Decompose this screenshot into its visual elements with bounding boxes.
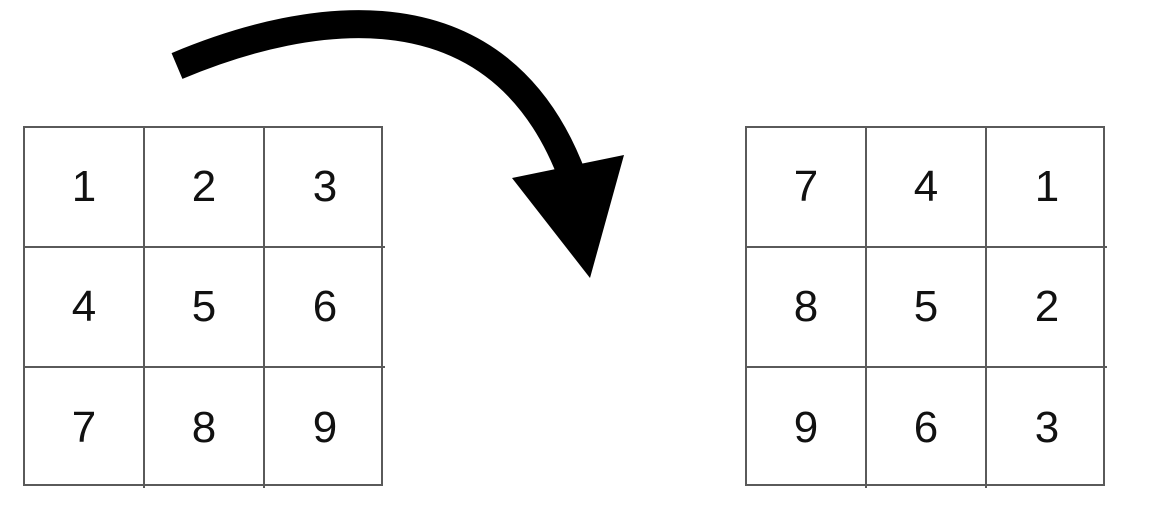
before-cell-r3c2: 8 [145, 368, 265, 488]
before-cell-r3c3: 9 [312, 403, 338, 452]
before-cell-r2c2: 5 [145, 248, 265, 368]
before-cell-r1c3: 3 [265, 128, 385, 248]
before-cell-r1c2: 2 [145, 128, 265, 248]
before-cell-r3c1: 7 [25, 368, 145, 488]
after-cell-r2c2: 5 [867, 248, 987, 368]
arrow-head [512, 155, 624, 278]
after-cell-r2c1: 8 [747, 248, 867, 368]
after-cell-r3c2: 6 [867, 368, 987, 488]
after-cell-r3c1: 9 [747, 368, 867, 488]
before-cell-r2c3: 6 [265, 248, 385, 368]
after-cell-r3c3: 3 [1034, 403, 1060, 452]
after-cell-r1c3: 1 [987, 128, 1107, 248]
before-grid: 1 2 3 4 5 6 7 8 9 [23, 126, 385, 488]
after-cell-r2c3: 2 [987, 248, 1107, 368]
after-cell-r1c1: 7 [747, 128, 867, 248]
after-grid: 7 4 1 8 5 2 9 6 3 [745, 126, 1107, 488]
before-cell-r2c1: 4 [25, 248, 145, 368]
before-cell-r1c1: 1 [25, 128, 145, 248]
after-cell-r1c2: 4 [867, 128, 987, 248]
